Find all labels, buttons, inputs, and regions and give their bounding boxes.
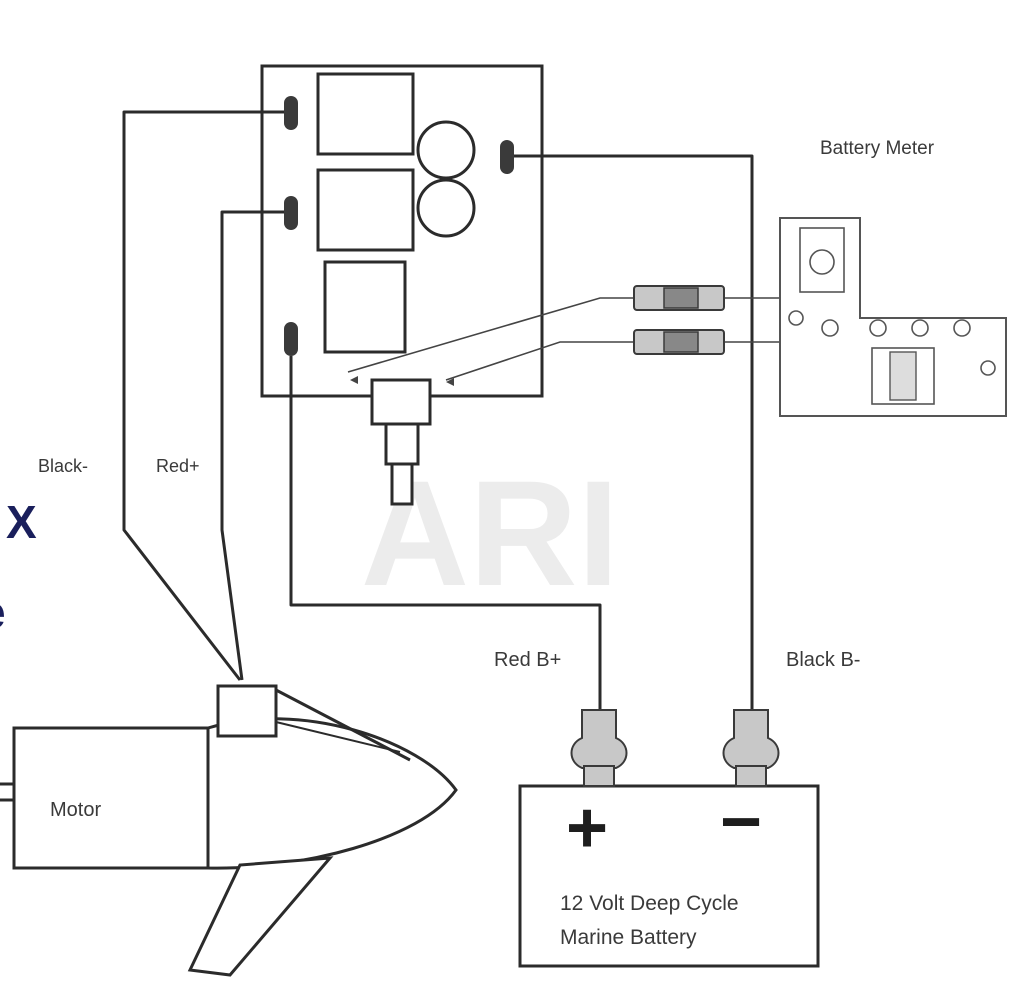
terminal-black bbox=[284, 96, 298, 130]
motor-shaft-cap bbox=[216, 684, 278, 738]
terminal-battery-positive bbox=[284, 322, 298, 356]
minus-sign: − bbox=[720, 782, 762, 862]
marine-battery bbox=[518, 709, 820, 968]
relay-1 bbox=[316, 72, 415, 156]
terminal-battery-negative bbox=[500, 140, 514, 174]
relay-3 bbox=[323, 260, 407, 354]
fuses bbox=[633, 285, 725, 355]
wire-black-minus bbox=[122, 110, 284, 681]
label-black-minus: Black- bbox=[38, 456, 88, 476]
label-motor: Motor bbox=[50, 799, 101, 821]
motor-nose bbox=[206, 717, 458, 870]
speed-controller-board bbox=[260, 64, 544, 506]
speed-switch-body bbox=[370, 378, 432, 426]
battery-body bbox=[518, 784, 820, 968]
label-black-b-minus: Black B- bbox=[786, 649, 860, 671]
arrow-marker bbox=[446, 378, 454, 386]
trolling-motor bbox=[0, 684, 458, 977]
wire-black-b-minus bbox=[514, 154, 754, 710]
capacitor-2 bbox=[416, 178, 476, 238]
label-battery-line1: 12 Volt Deep Cycle bbox=[560, 892, 739, 915]
wire-red-b-plus bbox=[289, 356, 602, 710]
label-red-b-plus: Red B+ bbox=[494, 649, 561, 671]
motor-housing bbox=[12, 726, 210, 870]
motor-skeg bbox=[187, 856, 334, 977]
arrow-marker bbox=[350, 376, 358, 384]
relay-2 bbox=[316, 168, 415, 252]
battery-meter-board bbox=[779, 217, 1007, 417]
battery-post-negative bbox=[735, 765, 767, 787]
label-battery-meter: Battery Meter bbox=[820, 138, 935, 159]
label-red-plus: Red+ bbox=[156, 456, 200, 476]
edge-char-x: X bbox=[6, 496, 37, 548]
battery-clamp-positive bbox=[570, 709, 628, 769]
label-battery-line2: Marine Battery bbox=[560, 926, 697, 949]
speed-switch-knob bbox=[390, 462, 414, 506]
edge-char-e: e bbox=[0, 586, 6, 638]
capacitor-1 bbox=[416, 120, 476, 180]
battery-post-positive bbox=[583, 765, 615, 787]
wire-red-plus bbox=[220, 210, 284, 681]
terminal-red bbox=[284, 196, 298, 230]
battery-clamp-negative bbox=[722, 709, 780, 769]
plus-sign: + bbox=[566, 788, 608, 868]
speed-switch-shaft bbox=[384, 422, 420, 466]
